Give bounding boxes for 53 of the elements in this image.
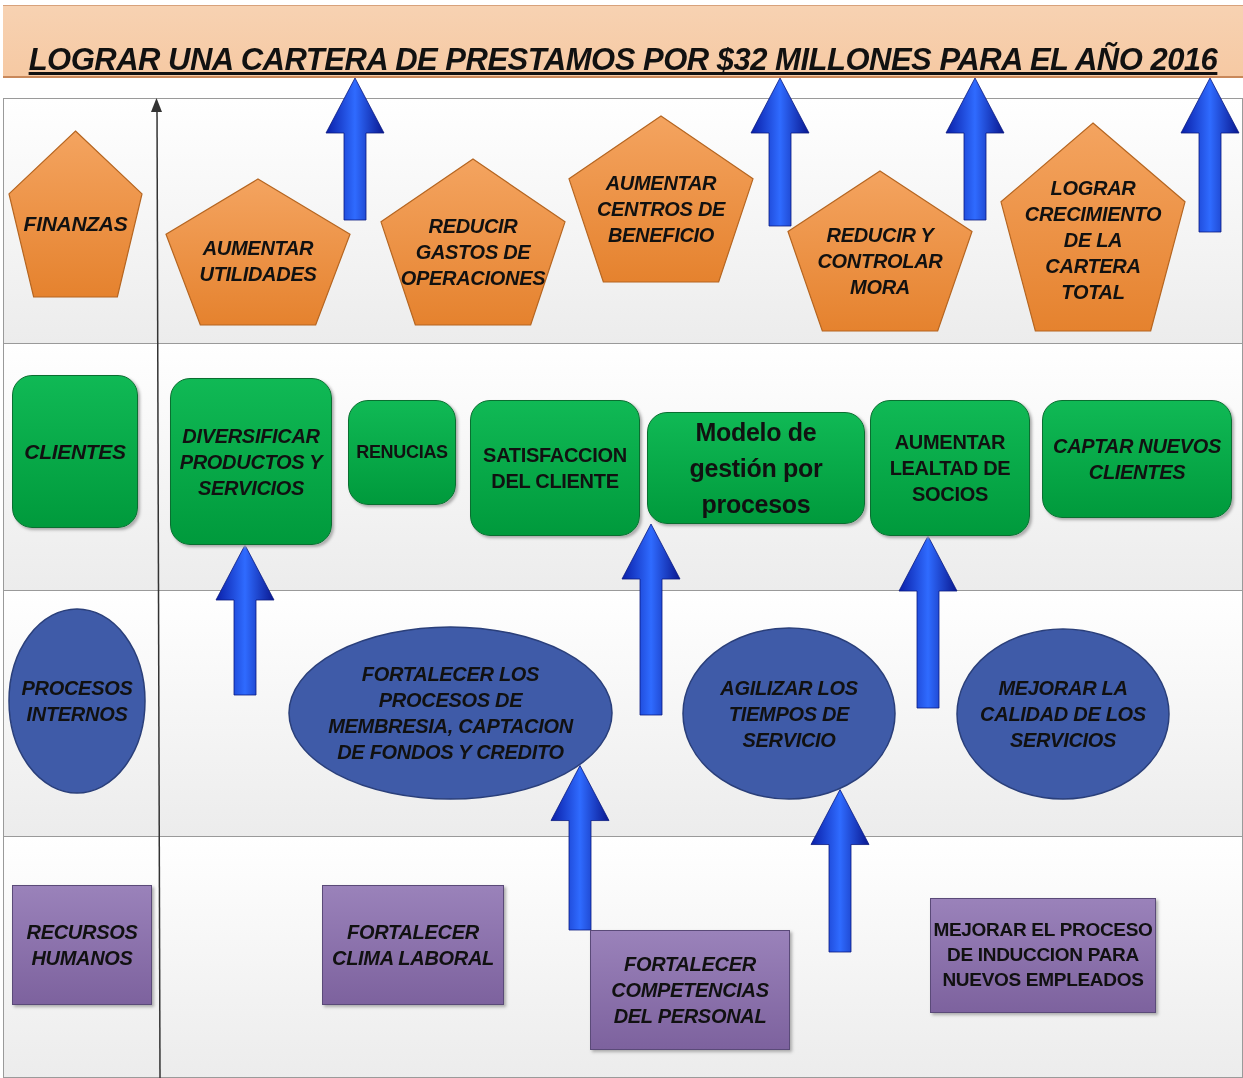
objective-ellipse (956, 628, 1170, 800)
objective-text: CLIENTES (23, 438, 127, 465)
objective-text: FORTALECER COMPETENCIAS DEL PERSONAL (610, 952, 770, 1029)
block-arrow (621, 523, 681, 716)
objective-pentagon (165, 178, 351, 326)
objective-text: FORTALECER CLIMA LABORAL (331, 920, 495, 971)
objective-rounded-box (647, 412, 865, 524)
objective-text: LOGRAR CRECIMIENTO DE LA CARTERA TOTAL (1023, 175, 1163, 305)
block-arrow (215, 544, 275, 696)
objective-pentagon (1000, 122, 1186, 332)
objective-rounded-box (470, 400, 640, 536)
objective-text: FINANZAS (22, 211, 129, 238)
objective-text: RECURSOS HUMANOS (25, 920, 139, 971)
objective-rounded-box (348, 400, 456, 505)
objective-text: REDUCIR GASTOS DE OPERACIONES (399, 214, 547, 292)
objective-text: MEJORAR LA CALIDAD DE LOS SERVICIOS (979, 676, 1147, 753)
objective-ellipse (8, 608, 146, 794)
objective-text: CAPTAR NUEVOS CLIENTES (1052, 434, 1222, 485)
objective-text: AUMENTAR LEALTAD DE SOCIOS (888, 430, 1012, 507)
block-arrow (325, 77, 385, 221)
block-arrow (750, 77, 810, 227)
block-arrow (945, 77, 1005, 221)
goal-title: LOGRAR UNA CARTERA DE PRESTAMOS POR $32 MILLONES PARA EL AÑO 2016 (28, 40, 1218, 79)
objective-text: AGILIZAR LOS TIEMPOS DE SERVICIO (719, 675, 859, 753)
objective-rounded-box (12, 375, 138, 528)
objective-text: REDUCIR Y CONTROLAR MORA (816, 222, 944, 300)
objective-text: MEJORAR EL PROCESO DE INDUCCION PARA NUEVOS EMPLEADOS (933, 918, 1153, 992)
objective-rounded-box (870, 400, 1030, 536)
objective-box (590, 930, 790, 1050)
objective-rounded-box (1042, 400, 1232, 518)
objective-text: DIVERSIFICAR PRODUCTOS Y SERVICIOS (178, 423, 325, 501)
block-arrow (550, 765, 610, 931)
objective-text: SATISFACCION DEL CLIENTE (482, 443, 628, 494)
objective-pentagon (787, 170, 973, 332)
block-arrow (898, 535, 958, 709)
objective-ellipse (682, 627, 896, 800)
objective-text: PROCESOS INTERNOS (20, 676, 134, 727)
objective-pentagon (8, 130, 143, 298)
objective-ellipse (288, 626, 613, 800)
objective-box (322, 885, 504, 1005)
objective-pentagon (380, 158, 566, 326)
objective-text: Modelo de gestión por procesos (688, 416, 824, 521)
objective-text: RENUCIAS (355, 440, 449, 464)
objective-text: FORTALECER LOS PROCESOS DE MEMBRESIA, CAPTACION DE FONDOS Y CREDITO (327, 662, 575, 765)
objective-pentagon (568, 115, 754, 283)
objective-rounded-box (170, 378, 332, 545)
objective-box (930, 898, 1156, 1013)
block-arrow (1180, 77, 1240, 233)
objective-text: AUMENTAR UTILIDADES (198, 235, 318, 287)
goal-banner (3, 5, 1243, 78)
objective-box (12, 885, 152, 1005)
objective-text: AUMENTAR CENTROS DE BENEFICIO (595, 171, 727, 249)
block-arrow (810, 789, 870, 953)
